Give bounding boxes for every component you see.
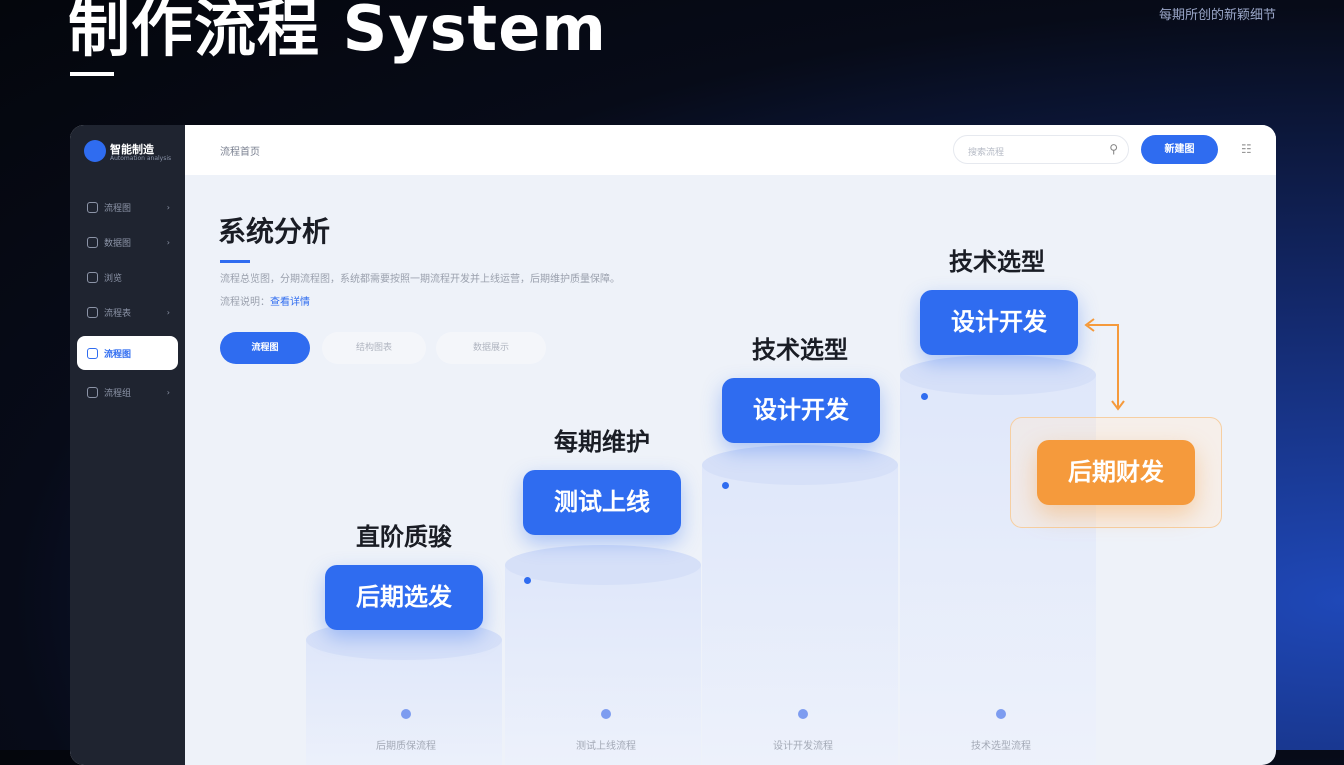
side-box[interactable]: 后期财发 <box>1037 440 1195 505</box>
box-icon <box>87 271 98 283</box>
sidebar-item-label: 流程图 <box>104 349 132 360</box>
logo-icon <box>84 140 106 162</box>
brand-subtitle: Automation analysis <box>110 155 172 162</box>
sidebar-item-label: 流程表 <box>104 308 132 319</box>
connector-dot <box>921 393 928 400</box>
sidebar-item-6[interactable]: 流程组 › <box>77 376 178 408</box>
step-footer-4: 技术选型流程 <box>971 741 1031 752</box>
menu-icon[interactable]: ☷ <box>1241 142 1252 156</box>
step-box-2[interactable]: 测试上线 <box>523 470 681 535</box>
details-link[interactable]: 查看详情 <box>270 297 310 308</box>
sidebar-item-2[interactable]: 数据图 › <box>77 226 178 258</box>
step-heading-2: 每期维护 <box>554 428 650 456</box>
title-underline <box>220 260 250 263</box>
chevron-icon: › <box>166 307 170 317</box>
hero-underline <box>70 72 114 76</box>
chevron-icon: › <box>166 202 170 212</box>
desc-label: 流程说明： <box>220 297 270 308</box>
step-column-1 <box>306 640 502 765</box>
orange-arrow-icon <box>1084 318 1125 411</box>
step-column-top <box>505 545 701 585</box>
breadcrumb[interactable]: 流程首页 <box>220 147 260 158</box>
tab-3[interactable]: 数据展示 <box>436 332 546 364</box>
play-icon <box>87 201 98 213</box>
step-footer-1: 后期质保流程 <box>376 741 436 752</box>
sidebar-item-1[interactable]: 流程图 › <box>77 191 178 223</box>
sidebar-item-4[interactable]: 流程表 › <box>77 296 178 328</box>
sidebar-item-label: 流程组 <box>104 388 132 399</box>
app-window: 智能制造 Automation analysis 流程图 › 数据图 › 浏览 流程… <box>70 125 1276 765</box>
search-input[interactable]: 搜索流程 ⚲ <box>953 135 1129 164</box>
step-column-top <box>702 445 898 485</box>
timeline-dot <box>601 709 611 719</box>
step-footer-2: 测试上线流程 <box>576 741 636 752</box>
chart-icon <box>87 236 98 248</box>
step-box-1[interactable]: 后期选发 <box>325 565 483 630</box>
search-placeholder: 搜索流程 <box>968 148 1005 158</box>
search-icon[interactable]: ⚲ <box>1109 142 1118 156</box>
sidebar-item-5[interactable]: 流程图 <box>77 336 178 370</box>
corner-text: 每期所创的新颖细节 <box>1158 8 1276 23</box>
sidebar-item-3[interactable]: 浏览 <box>77 261 178 293</box>
new-button[interactable]: 新建图 <box>1141 135 1218 164</box>
timeline-dot <box>401 709 411 719</box>
sidebar: 智能制造 Automation analysis 流程图 › 数据图 › 浏览 流程… <box>70 125 185 765</box>
description: 流程总览图，分期流程图，系统都需要按照一期流程开发并上线运营，后期维护质量保障。 <box>220 274 620 285</box>
timeline-dot <box>996 709 1006 719</box>
timeline-dot <box>798 709 808 719</box>
description-2: 流程说明：查看详情 <box>220 293 310 308</box>
step-column-top <box>900 355 1096 395</box>
chevron-icon: › <box>166 387 170 397</box>
step-heading-4: 技术选型 <box>949 248 1045 276</box>
tab-2[interactable]: 结构图表 <box>322 332 426 364</box>
step-heading-3: 技术选型 <box>752 336 848 364</box>
chevron-icon: › <box>166 237 170 247</box>
brand-name: 智能制造 <box>110 143 154 156</box>
step-column-3 <box>702 465 898 765</box>
connector-dot <box>524 577 531 584</box>
doc-icon <box>87 347 98 359</box>
page-title: 系统分析 <box>218 215 331 248</box>
step-column-2 <box>505 565 701 765</box>
top-header: 流程首页 搜索流程 ⚲ 新建图 ☷ <box>185 125 1276 175</box>
pulse-icon <box>87 306 98 318</box>
sidebar-item-label: 浏览 <box>104 273 123 284</box>
sidebar-item-label: 流程图 <box>104 203 132 214</box>
step-box-4[interactable]: 设计开发 <box>920 290 1078 355</box>
sidebar-item-label: 数据图 <box>104 238 132 249</box>
clock-icon <box>87 386 98 398</box>
tab-1[interactable]: 流程图 <box>220 332 310 364</box>
connector-dot <box>722 482 729 489</box>
step-footer-3: 设计开发流程 <box>773 741 833 752</box>
step-box-3[interactable]: 设计开发 <box>722 378 880 443</box>
step-heading-1: 直阶质骏 <box>356 523 452 551</box>
hero-title: 制作流程 System <box>68 0 607 65</box>
